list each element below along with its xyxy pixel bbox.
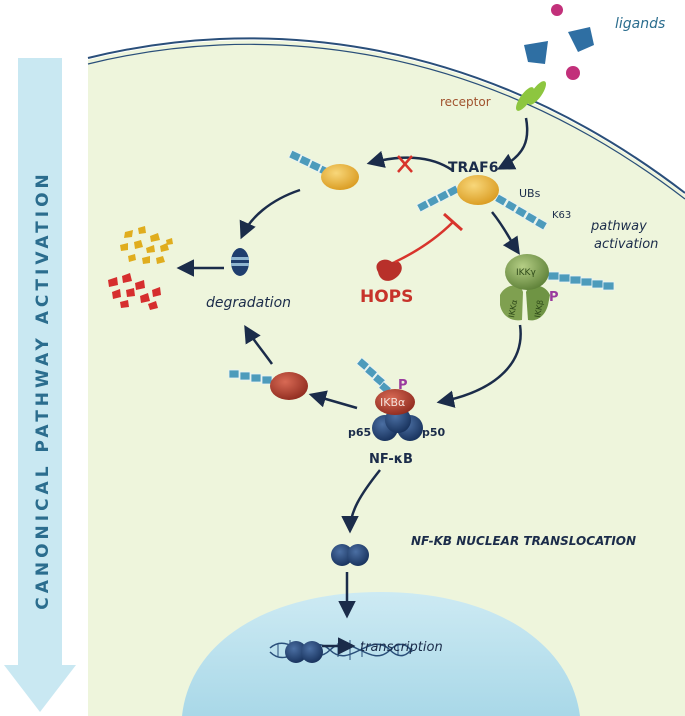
proteasome-icon (231, 248, 249, 276)
nucleus (182, 592, 580, 716)
canonical-pathway-label-wrap: CANONICAL PATHWAY ACTIVATION (18, 140, 68, 640)
hops-protein (376, 259, 402, 281)
canonical-pathway-arrow (4, 58, 76, 712)
ikk-phospho-label: P (549, 290, 559, 305)
k63-label: K63 (552, 210, 571, 221)
degraded-fragments-yellow (120, 226, 173, 264)
traf6-complex (416, 175, 548, 231)
cell-membrane (87, 37, 685, 194)
hops-label: HOPS (360, 287, 413, 307)
nfkb-label: NF-κB (369, 452, 413, 467)
activation-label: activation (594, 237, 658, 252)
degraded-fragments-red (108, 273, 161, 310)
ligands-label: ligands (615, 16, 665, 32)
receptor-shape (515, 81, 547, 111)
ubiquitinated-protein-top-left (288, 149, 359, 190)
traf6-label: TRAF6 (448, 160, 498, 176)
transcription-label: transcription (360, 640, 443, 655)
blocked-x-mark (397, 155, 413, 173)
receptor-label: receptor (440, 95, 491, 109)
ikba-nfkb-complex (356, 357, 423, 441)
p65-label: p65 (348, 426, 371, 439)
pathway-label: pathway (590, 219, 647, 234)
nuclear-translocation-label: NF-KB NUCLEAR TRANSLOCATION (411, 534, 636, 548)
free-nfkb (331, 544, 369, 566)
hops-inhibition-bar (443, 212, 463, 232)
ikk-beta-label: IKKβ (533, 299, 545, 318)
p50-label: p50 (422, 426, 446, 439)
ikba-phospho-label: P (398, 378, 408, 393)
ikba-label: IKBα (380, 396, 405, 409)
canonical-pathway-label: CANONICAL PATHWAY ACTIVATION (33, 170, 53, 610)
ikk-complex (500, 254, 615, 321)
ikk-alpha-label: IKKα (507, 299, 519, 318)
ubiquitinated-ikba-left (228, 369, 308, 400)
degradation-label: degradation (206, 295, 291, 311)
cytoplasm (88, 40, 685, 716)
ubs-label: UBs (519, 187, 541, 200)
ikk-gamma-label: IKKγ (516, 268, 536, 278)
ligands-group (524, 4, 594, 80)
nfkb-on-dna (285, 641, 323, 663)
